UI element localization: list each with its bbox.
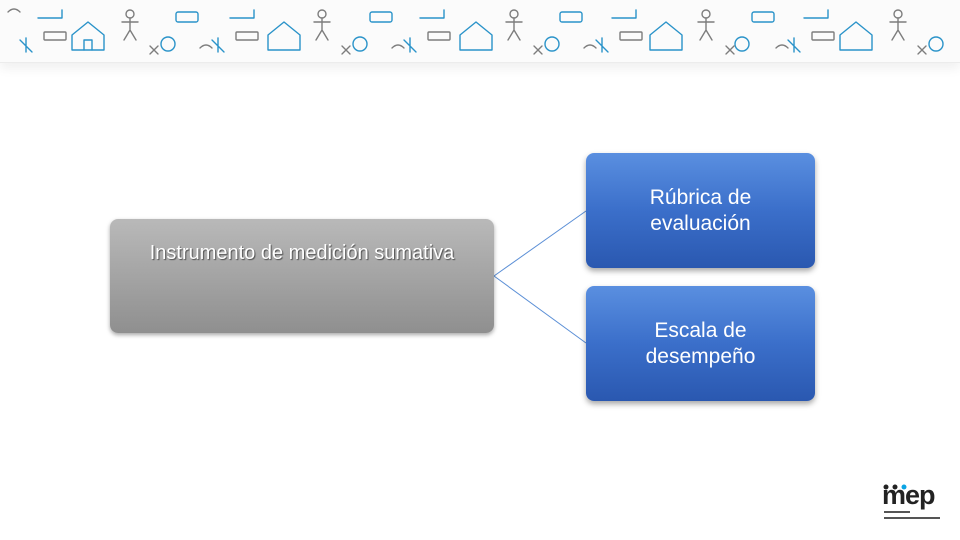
logo-text: mep bbox=[882, 480, 935, 510]
connector-line-rubrica bbox=[494, 211, 586, 276]
child-node-escala: Escala de desempeño bbox=[586, 286, 815, 401]
mep-logo: mep bbox=[882, 480, 942, 524]
connector-line-escala bbox=[494, 276, 586, 343]
child-node-rubrica: Rúbrica de evaluación bbox=[586, 153, 815, 268]
child-node-label: Rúbrica de evaluación bbox=[598, 185, 803, 235]
logo-subtitle-lines bbox=[884, 510, 940, 522]
parent-node-label: Instrumento de medición sumativa bbox=[150, 241, 455, 265]
logo-wordmark: mep bbox=[882, 480, 935, 510]
child-node-label: Escala de desempeño bbox=[598, 318, 803, 368]
parent-node: Instrumento de medición sumativa bbox=[110, 219, 494, 333]
